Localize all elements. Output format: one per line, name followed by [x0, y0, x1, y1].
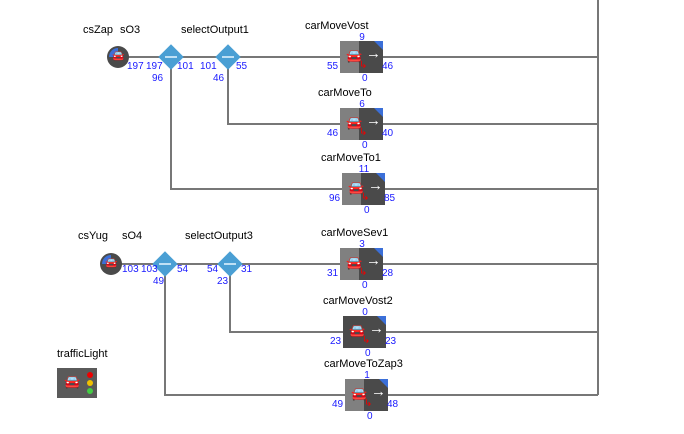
block-count: 3 — [359, 239, 365, 250]
car-icon: 🚘 — [346, 48, 363, 63]
move-block[interactable]: 🚘 → ↳ — [343, 316, 386, 348]
select-label: selectOutput3 — [185, 230, 253, 242]
red-light-icon — [87, 372, 93, 378]
block-bottom-count: 0 — [364, 205, 370, 216]
turn-arrow-icon: ↳ — [359, 267, 368, 278]
source-csYug[interactable]: 🚘 — [100, 253, 122, 275]
block-in-count: 46 — [327, 128, 339, 139]
block-bottom-count: 0 — [367, 411, 373, 422]
move-block[interactable]: 🚘 → ↳ — [340, 248, 383, 280]
move-block[interactable]: 🚘 → ↳ — [345, 379, 388, 411]
car-icon: 🚘 — [64, 374, 81, 389]
car-icon: 🚘 — [105, 258, 118, 269]
select-false-count: 49 — [153, 276, 165, 287]
car-icon: 🚘 — [348, 180, 365, 195]
car-icon: 🚘 — [349, 323, 366, 338]
block-out-count: 85 — [384, 193, 396, 204]
yellow-light-icon — [87, 380, 93, 386]
block-in-count: 49 — [332, 399, 344, 410]
select-true-count: 101 — [177, 61, 194, 72]
block-label: carMoveVost — [305, 20, 369, 32]
arrow-right-icon: → — [369, 320, 384, 337]
select-true-count: 54 — [177, 264, 189, 275]
select-true-count: 55 — [236, 61, 248, 72]
turn-arrow-icon: ↳ — [362, 335, 371, 346]
block-bottom-count: 0 — [362, 280, 368, 291]
block-count: 9 — [359, 32, 365, 43]
car-icon: 🚘 — [346, 115, 363, 130]
car-icon: 🚘 — [351, 386, 368, 401]
arrow-right-icon: → — [366, 45, 381, 62]
turn-arrow-icon: ↳ — [364, 398, 373, 409]
arrow-right-icon: → — [366, 252, 381, 269]
block-in-count: 31 — [327, 268, 339, 279]
connector — [164, 273, 598, 396]
block-count: 1 — [364, 370, 370, 381]
move-block[interactable]: 🚘 → ↳ — [340, 108, 383, 140]
source-out-count: 197 — [127, 61, 144, 72]
select-false-count: 23 — [217, 276, 229, 287]
arrow-right-icon: → — [368, 177, 383, 194]
block-bottom-count: 0 — [362, 73, 368, 84]
car-icon: 🚘 — [346, 255, 363, 270]
block-count: 11 — [358, 164, 370, 175]
block-in-count: 55 — [327, 61, 339, 72]
connector — [170, 66, 598, 190]
arrow-right-icon: → — [366, 112, 381, 129]
turn-arrow-icon: ↳ — [359, 127, 368, 138]
green-light-icon — [87, 388, 93, 394]
select-false-count: 46 — [213, 73, 225, 84]
connector — [229, 273, 598, 333]
arrow-right-icon: → — [371, 383, 386, 400]
block-out-count: 40 — [382, 128, 394, 139]
move-block[interactable]: 🚘 → ↳ — [340, 41, 383, 73]
select-in-count: 54 — [207, 264, 219, 275]
block-label: carMoveToZap3 — [324, 358, 403, 370]
block-count: 0 — [362, 307, 368, 318]
block-label: carMoveSev1 — [321, 227, 389, 239]
select-label: sO3 — [120, 24, 141, 36]
traffic-light-label: trafficLight — [57, 348, 108, 360]
block-out-count: 46 — [382, 61, 394, 72]
select-in-count: 197 — [146, 61, 163, 72]
select-label: sO4 — [122, 230, 143, 242]
block-out-count: 48 — [387, 399, 399, 410]
block-bottom-count: 0 — [362, 140, 368, 151]
block-label: carMoveVost2 — [323, 295, 393, 307]
turn-arrow-icon: ↳ — [361, 192, 370, 203]
block-out-count: 23 — [385, 336, 397, 347]
select-false-count: 96 — [152, 73, 164, 84]
source-label: csZap — [83, 24, 113, 36]
turn-arrow-icon: ↳ — [359, 60, 368, 71]
block-in-count: 96 — [329, 193, 341, 204]
block-label: carMoveTo1 — [321, 152, 381, 164]
block-label: carMoveTo — [318, 87, 372, 99]
select-true-count: 31 — [241, 264, 253, 275]
select-in-count: 103 — [141, 264, 158, 275]
move-block[interactable]: 🚘 → ↳ — [342, 173, 385, 205]
connector — [227, 66, 598, 125]
block-count: 6 — [359, 99, 365, 110]
select-label: selectOutput1 — [181, 24, 249, 36]
select-in-count: 101 — [200, 61, 217, 72]
block-in-count: 23 — [330, 336, 342, 347]
source-csZap[interactable]: 🚘 — [107, 46, 129, 68]
block-out-count: 28 — [382, 268, 394, 279]
block-bottom-count: 0 — [365, 348, 371, 359]
source-label: csYug — [78, 230, 108, 242]
source-out-count: 103 — [122, 264, 139, 275]
car-icon: 🚘 — [112, 51, 125, 62]
traffic-light-icon[interactable]: 🚘 — [57, 368, 97, 398]
